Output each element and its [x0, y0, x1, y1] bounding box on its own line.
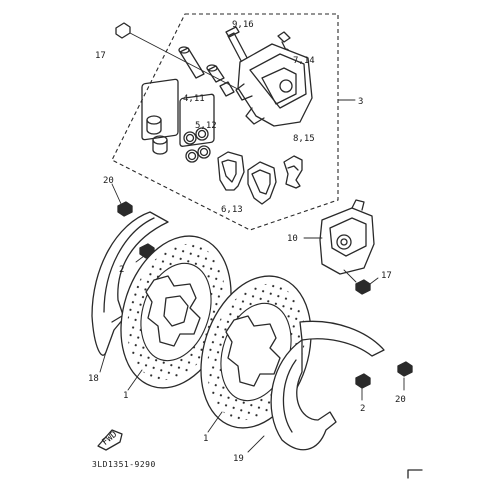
bolt-2-right [355, 373, 371, 401]
bolt-20-left [111, 183, 133, 217]
pad-spring [283, 155, 303, 189]
corner-mark [407, 469, 423, 479]
bolt-17-top [115, 22, 256, 99]
callout-8-15: 8,15 [293, 134, 315, 144]
brake-pads [217, 151, 277, 205]
callout-20-right: 20 [395, 395, 406, 405]
part-code: 3LD1351-9290 [92, 460, 156, 469]
callout-19: 19 [233, 454, 244, 464]
rear-caliper [303, 199, 375, 275]
callout-7-14: 7,14 [293, 56, 315, 66]
disc-cover-right [270, 320, 385, 451]
callout-20-left: 20 [103, 176, 114, 186]
callout-1-left: 1 [123, 391, 128, 401]
callout-4-11: 4,11 [183, 94, 205, 104]
callout-18: 18 [88, 374, 99, 384]
fwd-arrow-icon: FWD [97, 429, 123, 451]
callout-2-left: 2 [119, 265, 124, 275]
disc-cover-left [91, 211, 169, 356]
callout-3: 3 [358, 97, 363, 107]
leader-lines [99, 351, 265, 453]
callout-2-right: 2 [360, 404, 365, 414]
callout-6-13: 6,13 [221, 205, 243, 215]
callout-1-right: 1 [203, 434, 208, 444]
callout-5-12: 5,12 [195, 121, 217, 131]
caliper-pistons [141, 78, 179, 155]
callout-10: 10 [287, 234, 298, 244]
callout-9-16: 9,16 [232, 20, 254, 30]
bolt-17-right [343, 269, 379, 295]
callout-17-right: 17 [381, 271, 392, 281]
callout-17-top: 17 [95, 51, 106, 61]
brake-disc-front [120, 235, 232, 389]
slide-pin [178, 46, 235, 97]
caliper-assembly-outline [111, 13, 339, 231]
piston-seals [179, 93, 215, 163]
front-caliper-body [235, 43, 313, 127]
bolt-20-right [397, 361, 413, 391]
